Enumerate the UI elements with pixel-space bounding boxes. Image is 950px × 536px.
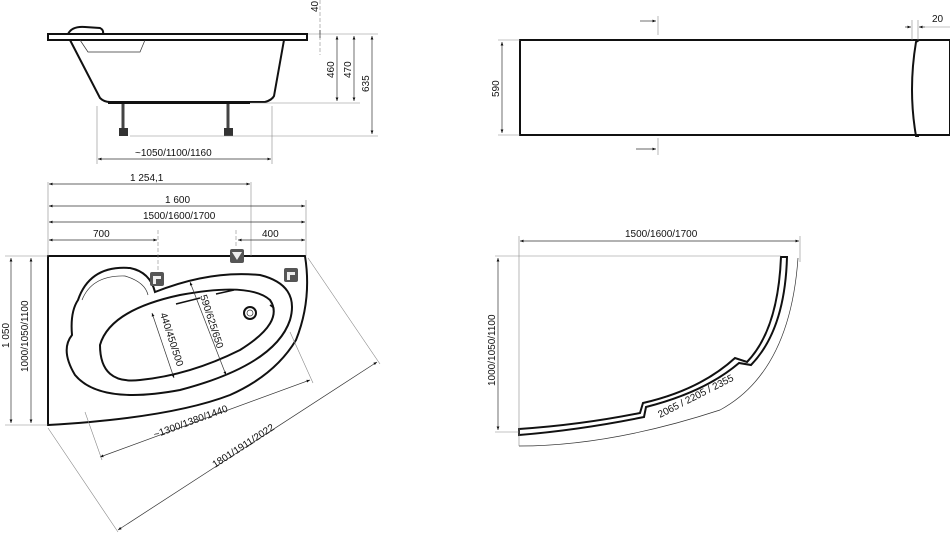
dim-total-height-label: 635 <box>361 75 372 92</box>
outer-arc <box>518 257 799 447</box>
curved-panel <box>518 256 789 437</box>
dim-tap-right-label: 400 <box>262 229 279 240</box>
basin-outline <box>65 266 293 396</box>
headrest <box>67 25 105 35</box>
dim-length-fixed-label: 1 600 <box>165 195 190 206</box>
drain-icon <box>243 306 257 320</box>
dim-diagonal-label: 1801/1911/2022 <box>211 422 277 470</box>
dim-inner-length-label: ~1300/1380/1440 <box>152 404 230 441</box>
dim-width-total-label: 1 050 <box>1 323 12 348</box>
dim-rim-label: 40 <box>310 0 321 12</box>
tap-icon <box>284 268 298 282</box>
front-panel-view: 590 <box>491 16 950 155</box>
dim-panel-thickness-label: 20 <box>932 14 944 25</box>
dim-panel-length-label: 1500/1600/1700 <box>625 229 698 240</box>
front-panel <box>519 39 950 136</box>
panel-profile <box>911 39 920 137</box>
dim-tap-left-label: 700 <box>93 229 110 240</box>
top-view: 1 254,1 1 600 1500/1600/1700 700 400 1 0… <box>1 173 381 533</box>
panel-plan-view: 1500/1600/1700 1000/1050/1100 2065 / 220… <box>487 229 801 447</box>
dim-panel-height-label: 590 <box>491 80 502 97</box>
dim-overflow-pos-label: 1 254,1 <box>130 173 164 184</box>
seat-outline <box>81 275 149 301</box>
panel-profile-view: 20 <box>905 14 950 137</box>
bath-body <box>69 39 285 103</box>
shower-mixer-icon <box>230 249 244 263</box>
leg-right <box>224 104 233 136</box>
side-view: 40 460 470 635 ~1050/1100/1160 <box>47 0 378 164</box>
leg-left <box>119 104 128 136</box>
basin-inner <box>98 288 275 382</box>
bath-rim <box>47 33 308 41</box>
dim-panel-width-label: 1000/1050/1100 <box>487 314 498 386</box>
dim-length-variants-label: 1500/1600/1700 <box>143 211 216 222</box>
dim-leg-span-label: ~1050/1100/1160 <box>135 148 212 159</box>
armrest <box>79 39 146 53</box>
dim-inner-width-1-label: 590/625/650 <box>197 294 225 351</box>
dim-inner-depth-label: 460 <box>326 61 337 78</box>
dim-outer-depth-label: 470 <box>343 61 354 78</box>
tap-icon <box>150 272 164 286</box>
dim-width-variants-label: 1000/1050/1100 <box>20 300 31 372</box>
